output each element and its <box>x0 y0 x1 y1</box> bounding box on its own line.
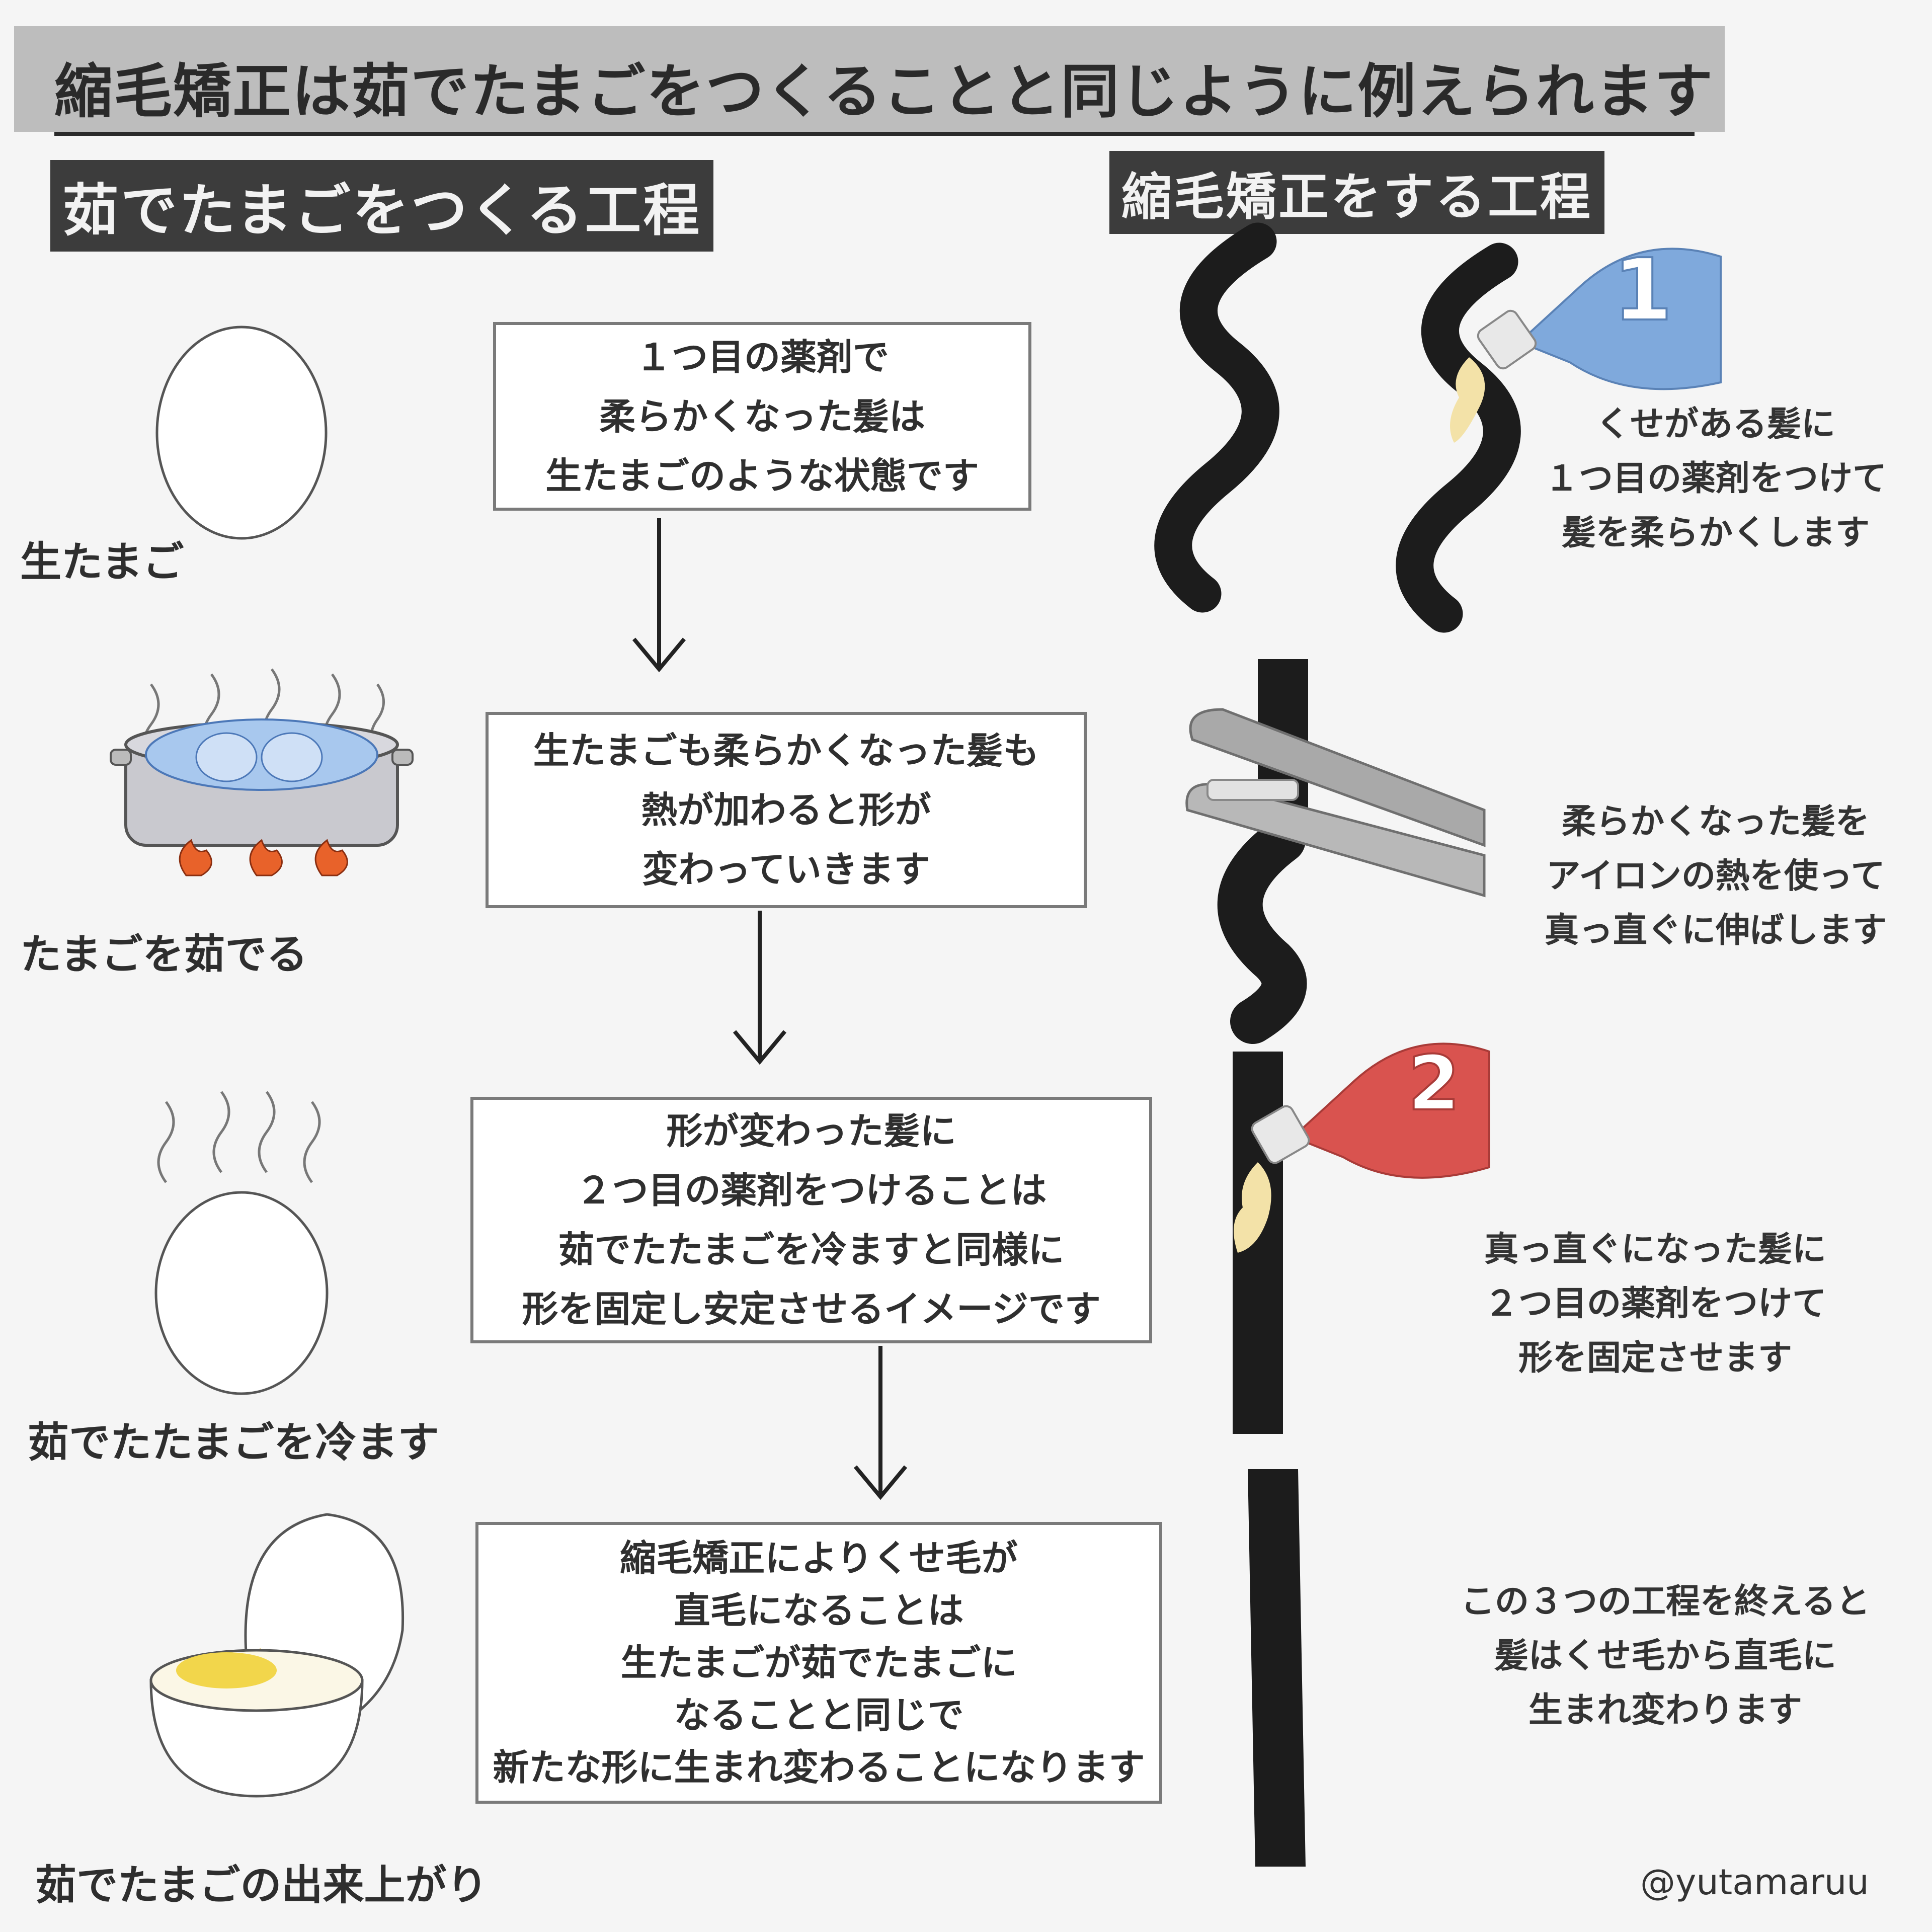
step-3-line: ２つ目の薬剤をつけることは <box>576 1169 1047 1212</box>
hair-stage-4-line: 髪はくせ毛から直毛に <box>1494 1636 1836 1676</box>
left-section-heading: 茹でたまごをつくる工程 <box>50 160 714 252</box>
flat-iron-icon <box>1185 708 1486 898</box>
step-4-line: なることと同じで <box>674 1694 964 1736</box>
step-box-2: 生たまごも柔らかくなった髪も 熱が加わると形が 変わっていきます <box>486 712 1087 908</box>
egg-stage-label-raw: 生たまご <box>20 538 184 586</box>
hair-stage-3-line: 真っ直ぐになった髪に <box>1484 1230 1826 1269</box>
hair-stage-2-illustration <box>1185 659 1486 1044</box>
hair-stage-3-desc: 真っ直ぐになった髪に ２つ目の薬剤をつけて 形を固定させます <box>1459 1223 1852 1386</box>
chemical-drip-icon <box>1450 357 1485 443</box>
step-1-line: １つ目の薬剤で <box>635 336 889 378</box>
finished-straight-hair-strand <box>1248 1469 1306 1867</box>
hair-stage-4-illustration <box>1248 1469 1306 1867</box>
bottle-2-number: 2 <box>1408 1040 1460 1128</box>
raw-egg-icon <box>155 326 328 540</box>
step-1-line: 柔らかくなった髪は <box>599 395 925 438</box>
hair-stage-4-desc: この３つの工程を終えると 髪はくせ毛から直毛に 生まれ変わります <box>1439 1575 1892 1738</box>
hair-stage-3-line: ２つ目の薬剤をつけて <box>1484 1284 1826 1324</box>
flow-arrow-1 <box>632 518 686 673</box>
step-2-line: 生たまごも柔らかくなった髪も <box>533 730 1039 772</box>
step-box-3: 形が変わった髪に ２つ目の薬剤をつけることは 茹でたたまごを冷ますと同様に 形を… <box>470 1097 1152 1343</box>
hair-stage-1-line: くせがある髪に <box>1595 405 1835 444</box>
title-banner: 縮毛矯正は茹でたまごをつくることと同じように例えられます <box>14 26 1725 136</box>
hair-stage-4-line: 生まれ変わります <box>1528 1691 1802 1730</box>
egg-stage-label-cool: 茹でたたまごを冷ます <box>28 1419 439 1467</box>
curly-hair-bottom <box>1217 818 1307 1044</box>
step-2-line: 変わっていきます <box>642 848 930 891</box>
curly-hair-strand-treated <box>1396 243 1521 633</box>
step-3-line: 形を固定し安定させるイメージです <box>522 1288 1101 1330</box>
step-box-1: １つ目の薬剤で 柔らかくなった髪は 生たまごのような状態です <box>493 322 1031 511</box>
hair-stage-1-desc: くせがある髪に １つ目の薬剤をつけて 髪を柔らかくします <box>1540 397 1892 560</box>
bottle-1-number: 1 <box>1613 240 1672 340</box>
step-1-line: 生たまごのような状態です <box>545 454 979 497</box>
right-section-heading: 縮毛矯正をする工程 <box>1109 151 1604 234</box>
hair-stage-1-line: １つ目の薬剤をつけて <box>1544 459 1887 499</box>
hair-stage-2-line: アイロンの熱を使って <box>1546 856 1885 896</box>
flow-arrow-3 <box>853 1346 908 1500</box>
egg-stage-label-done: 茹でたまごの出来上がり <box>35 1862 488 1909</box>
hair-stage-3-line: 形を固定させます <box>1518 1338 1792 1378</box>
flow-arrow-2 <box>733 911 787 1065</box>
cracked-boiled-egg-icon <box>149 1513 405 1798</box>
step-3-line: 形が変わった髪に <box>666 1110 956 1152</box>
hair-stage-2-line: 柔らかくなった髪を <box>1561 802 1870 842</box>
step-4-line: 縮毛矯正によりくせ毛が <box>620 1537 1018 1579</box>
step-4-line: 新たな形に生まれ変わることになります <box>493 1746 1145 1789</box>
hair-stage-3-illustration: 2 <box>1233 1039 1490 1434</box>
page-title: 縮毛矯正は茹でたまごをつくることと同じように例えられます <box>54 44 1713 136</box>
hair-stage-1-illustration: 1 <box>1154 222 1722 633</box>
hair-stage-2-line: 真っ直ぐに伸ばします <box>1544 911 1887 950</box>
step-3-line: 茹でたたまごを冷ますと同様に <box>558 1229 1065 1271</box>
step-box-4: 縮毛矯正によりくせ毛が 直毛になることは 生たまごが茹でたまごに なることと同じ… <box>475 1522 1162 1804</box>
hair-stage-4-line: この３つの工程を終えると <box>1461 1582 1870 1622</box>
curly-hair-strand <box>1154 222 1279 613</box>
chemical-drip-icon-2 <box>1234 1162 1271 1253</box>
chemical-bottle-1-icon: 1 <box>1477 239 1722 390</box>
hair-stage-1-line: 髪を柔らかくします <box>1561 513 1870 553</box>
step-4-line: 直毛になることは <box>674 1589 964 1632</box>
steaming-egg-icon <box>154 1091 329 1395</box>
chemical-bottle-2-icon: 2 <box>1251 1039 1490 1179</box>
hair-stage-2-desc: 柔らかくなった髪を アイロンの熱を使って 真っ直ぐに伸ばします <box>1524 795 1907 958</box>
boiling-pot-icon <box>110 668 414 876</box>
egg-stage-label-boil: たまごを茹でる <box>20 931 308 979</box>
step-2-line: 熱が加わると形が <box>641 789 931 831</box>
author-credit: @yutamaruu <box>1640 1862 1869 1903</box>
step-4-line: 生たまごが茹でたまごに <box>620 1642 1017 1684</box>
